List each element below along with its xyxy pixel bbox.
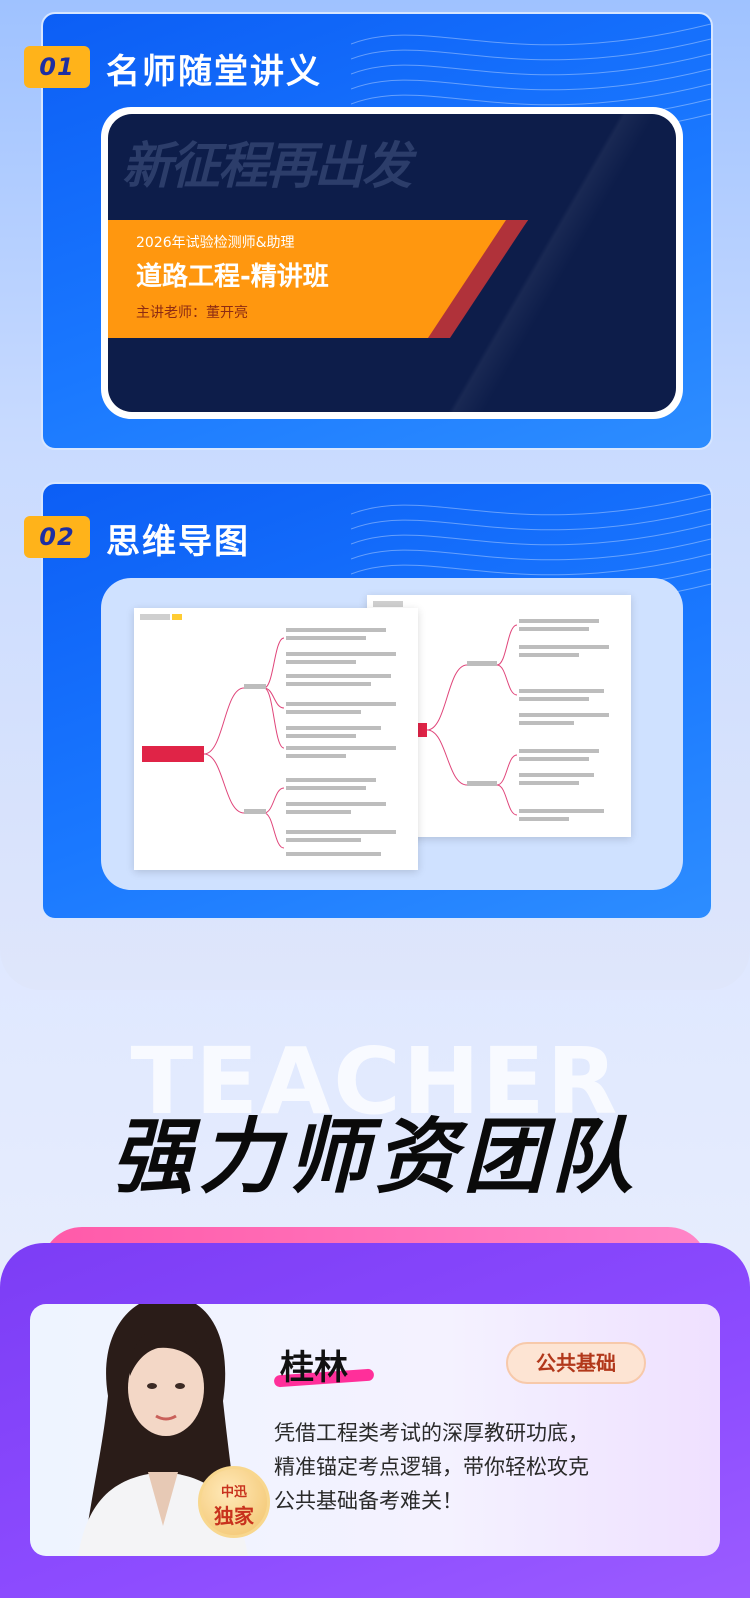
description-line: 凭借工程类考试的深厚教研功底， — [274, 1421, 589, 1445]
team-title: 强力师资团队 — [111, 1110, 639, 1205]
section-number-badge: 02 — [24, 516, 90, 558]
mind-map-diagram — [140, 614, 396, 856]
mind-map-frame — [101, 578, 683, 890]
section-number-badge: 01 — [24, 46, 90, 88]
cover-calligraphy: 新征程再出发 — [122, 136, 412, 195]
teacher-name: 桂林 — [280, 1348, 348, 1388]
cover-teacher: 主讲老师：董开亮 — [136, 305, 248, 321]
description-line: 公共基础备考难关！ — [274, 1489, 463, 1513]
lecture-cover-frame: 新征程再出发 2026年试验检测师&助理 道路工程-精讲班 主讲老师：董开亮 — [101, 107, 683, 419]
teacher-card: 桂林 公共基础 凭借工程类考试的深厚教研功底， 精准锚定考点逻辑，带你轻松攻克 … — [30, 1304, 720, 1556]
cover-title: 道路工程-精讲班 — [136, 262, 329, 292]
section-title: 名师随堂讲义 — [106, 52, 322, 92]
cover-subtitle: 2026年试验检测师&助理 — [136, 235, 295, 251]
seal-bottom-text: 独家 — [214, 1504, 254, 1528]
section-title: 思维导图 — [106, 522, 250, 562]
seal-top-text: 中迅 — [220, 1485, 247, 1500]
lecture-cover: 新征程再出发 2026年试验检测师&助理 道路工程-精讲班 主讲老师：董开亮 — [108, 114, 676, 412]
teacher-description: 凭借工程类考试的深厚教研功底， 精准锚定考点逻辑，带你轻松攻克 公共基础备考难关… — [274, 1416, 694, 1518]
description-line: 精准锚定考点逻辑，带你轻松攻克 — [274, 1455, 589, 1479]
mind-map-diagram — [373, 601, 609, 821]
subject-badge: 公共基础 — [506, 1342, 646, 1384]
background-word: TEACHER — [130, 1028, 620, 1135]
exclusive-seal: 中迅 独家 — [198, 1466, 270, 1538]
mind-map-page-front — [134, 608, 418, 870]
